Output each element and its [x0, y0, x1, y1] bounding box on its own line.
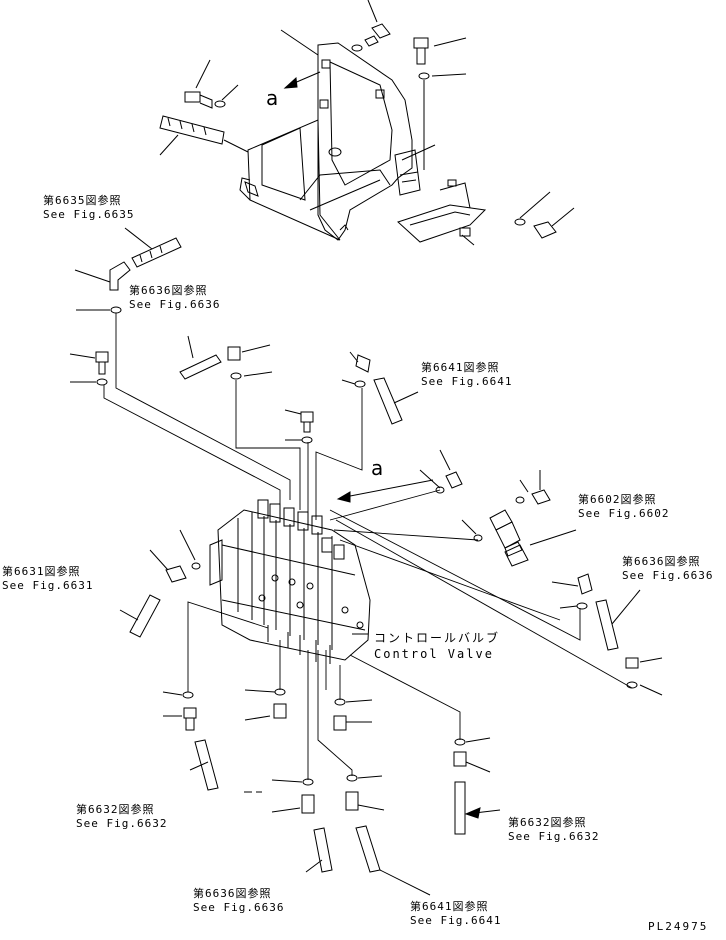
- ref-6635-label: 第6635図参照 See Fig.6635: [43, 194, 134, 222]
- marker-a-top: a: [266, 86, 279, 110]
- ref-6632-left-label: 第6632図参照 See Fig.6632: [76, 803, 167, 831]
- ref-6635-jp: 第6635図参照: [43, 194, 122, 207]
- ref-6641-bottom-en: See Fig.6641: [410, 914, 502, 927]
- control-valve-body: [210, 500, 370, 664]
- ref-6636-top-jp: 第6636図参照: [129, 284, 208, 297]
- ref-6641-top-label: 第6641図参照 See Fig.6641: [421, 361, 512, 389]
- control-valve-jp: コントロールバルブ: [374, 631, 501, 645]
- ref-6632-right-en: See Fig.6632: [508, 830, 600, 843]
- ref-6631-jp: 第6631図参照: [2, 565, 81, 578]
- ref-6641-bottom-label: 第6641図参照 See Fig.6641: [410, 900, 501, 928]
- ref-6635-en: See Fig.6635: [43, 208, 135, 221]
- pipe-lines: [104, 313, 632, 780]
- ref-6641-top-jp: 第6641図参照: [421, 361, 500, 374]
- control-valve-label: コントロールバルブ Control Valve: [374, 630, 500, 662]
- ref-6632-left-jp: 第6632図参照: [76, 803, 155, 816]
- ref-6636-right-label: 第6636図参照 See Fig.6636: [622, 555, 713, 583]
- ref-6641-top-en: See Fig.6641: [421, 375, 513, 388]
- ref-6636-right-en: See Fig.6636: [622, 569, 714, 582]
- ref-6636-bottom-en: See Fig.6636: [193, 901, 285, 914]
- fittings: [70, 228, 662, 895]
- ref-6602-en: See Fig.6602: [578, 507, 670, 520]
- ref-6632-left-en: See Fig.6632: [76, 817, 168, 830]
- ref-6636-bottom-label: 第6636図参照 See Fig.6636: [193, 887, 284, 915]
- ref-6636-right-jp: 第6636図参照: [622, 555, 701, 568]
- ref-6636-bottom-jp: 第6636図参照: [193, 887, 272, 900]
- marker-a-mid: a: [371, 456, 384, 480]
- ref-6631-label: 第6631図参照 See Fig.6631: [2, 565, 93, 593]
- ref-6632-right-label: 第6632図参照 See Fig.6632: [508, 816, 599, 844]
- drawing-code: PL24975: [648, 920, 709, 933]
- ref-6602-jp: 第6602図参照: [578, 493, 657, 506]
- marker-arrows: [285, 72, 433, 502]
- ref-6636-top-label: 第6636図参照 See Fig.6636: [129, 284, 220, 312]
- top-fasteners: [160, 0, 574, 245]
- ref-6641-bottom-jp: 第6641図参照: [410, 900, 489, 913]
- ref-6632-right-jp: 第6632図参照: [508, 816, 587, 829]
- control-valve-en: Control Valve: [374, 647, 494, 661]
- mounting-bracket: [240, 43, 485, 242]
- ref-6602-label: 第6602図参照 See Fig.6602: [578, 493, 669, 521]
- ref-6636-top-en: See Fig.6636: [129, 298, 221, 311]
- ref-6631-en: See Fig.6631: [2, 579, 94, 592]
